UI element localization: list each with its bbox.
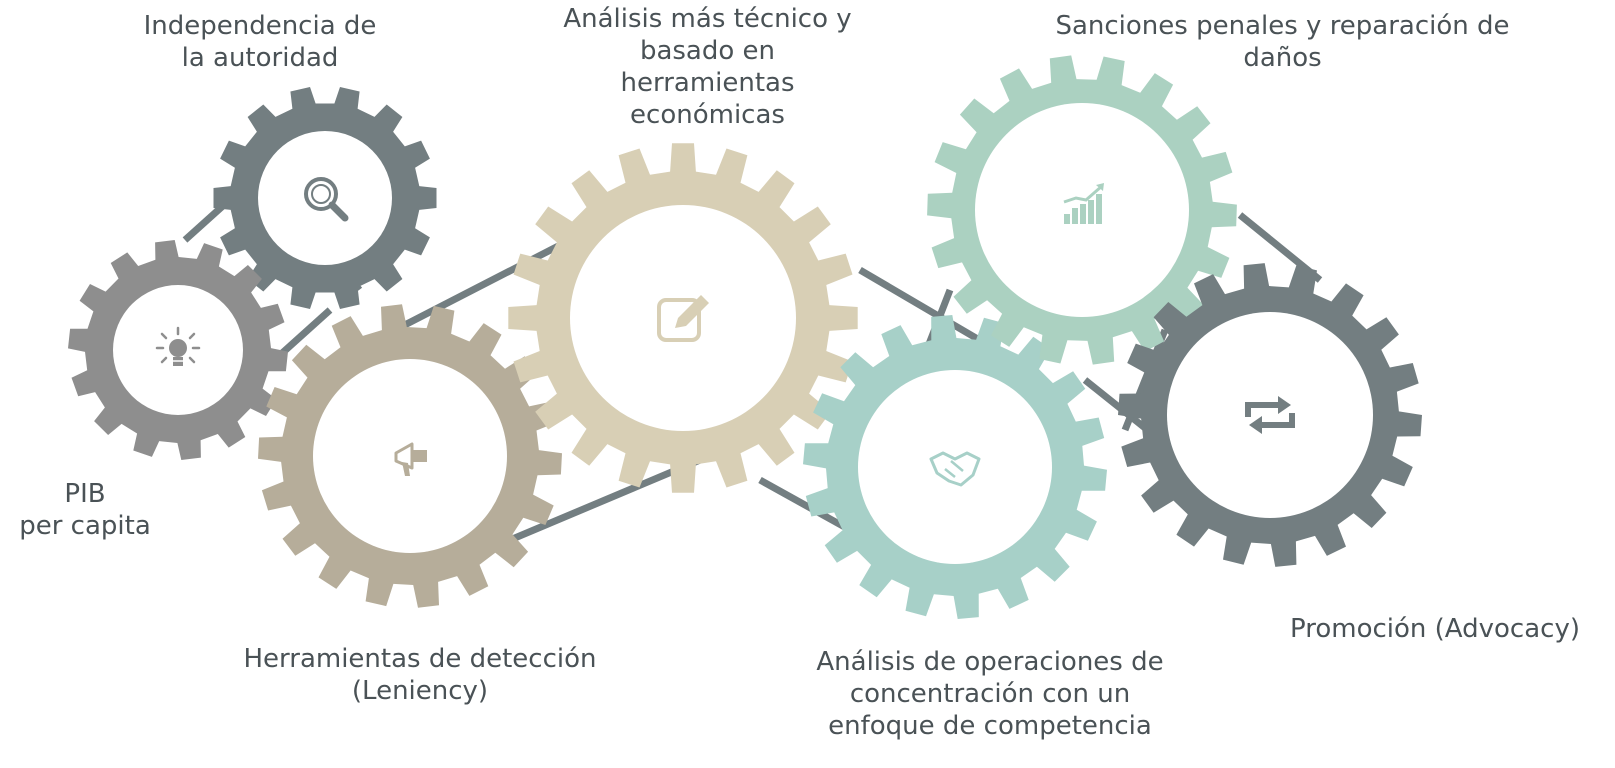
label-line: herramientas — [620, 68, 795, 98]
gear-independencia — [213, 87, 437, 309]
label-line: PIB — [64, 479, 106, 509]
gear-concentracion — [803, 315, 1107, 619]
label-line: Análisis de operaciones de — [816, 647, 1164, 677]
bar-chart-icon — [1063, 183, 1104, 224]
magnifier-icon — [304, 177, 349, 222]
edit-icon — [657, 295, 709, 342]
label-line: Promoción (Advocacy) — [1290, 614, 1580, 644]
label-pib: PIB per capita — [0, 478, 170, 542]
label-line: basado en — [639, 36, 776, 66]
label-line: económicas — [630, 100, 785, 130]
repeat-icon — [1245, 396, 1295, 434]
handshake-icon — [929, 451, 981, 487]
gear-analisis-tecnico — [508, 143, 858, 493]
connector-line — [393, 236, 572, 334]
label-line: (Leniency) — [351, 676, 489, 706]
label-deteccion: Herramientas de detección (Leniency) — [215, 643, 625, 707]
label-line: per capita — [19, 511, 151, 541]
label-line: Herramientas de detección — [243, 644, 597, 674]
label-line: daños — [1243, 43, 1322, 73]
label-concentracion: Análisis de operaciones de concentración… — [785, 646, 1195, 742]
gear-center — [1167, 312, 1373, 518]
label-line: la autoridad — [181, 43, 339, 73]
label-line: Análisis más técnico y — [563, 4, 852, 34]
gear-center — [258, 131, 392, 265]
label-line: Sanciones penales y reparación de — [1055, 11, 1510, 41]
gear-promocion — [1118, 263, 1422, 567]
gear-sanciones — [927, 55, 1237, 365]
label-line: enfoque de competencia — [828, 711, 1152, 741]
gear-deteccion — [258, 304, 562, 608]
megaphone-icon — [394, 442, 427, 476]
label-promocion: Promoción (Advocacy) — [1265, 613, 1605, 645]
label-line: concentración con un — [849, 679, 1131, 709]
connector-line — [277, 307, 333, 358]
gear-center — [313, 359, 507, 553]
label-analisis-tecnico: Análisis más técnico y basado en herrami… — [535, 3, 880, 131]
connector-line — [758, 476, 852, 534]
lightbulb-icon — [155, 326, 201, 366]
label-line: Independencia de — [143, 11, 377, 41]
connector-line — [508, 456, 702, 544]
label-sanciones: Sanciones penales y reparación de daños — [1020, 10, 1545, 74]
label-independencia: Independencia de la autoridad — [115, 10, 405, 74]
gear-pib — [68, 240, 288, 460]
gear-center — [858, 370, 1052, 564]
